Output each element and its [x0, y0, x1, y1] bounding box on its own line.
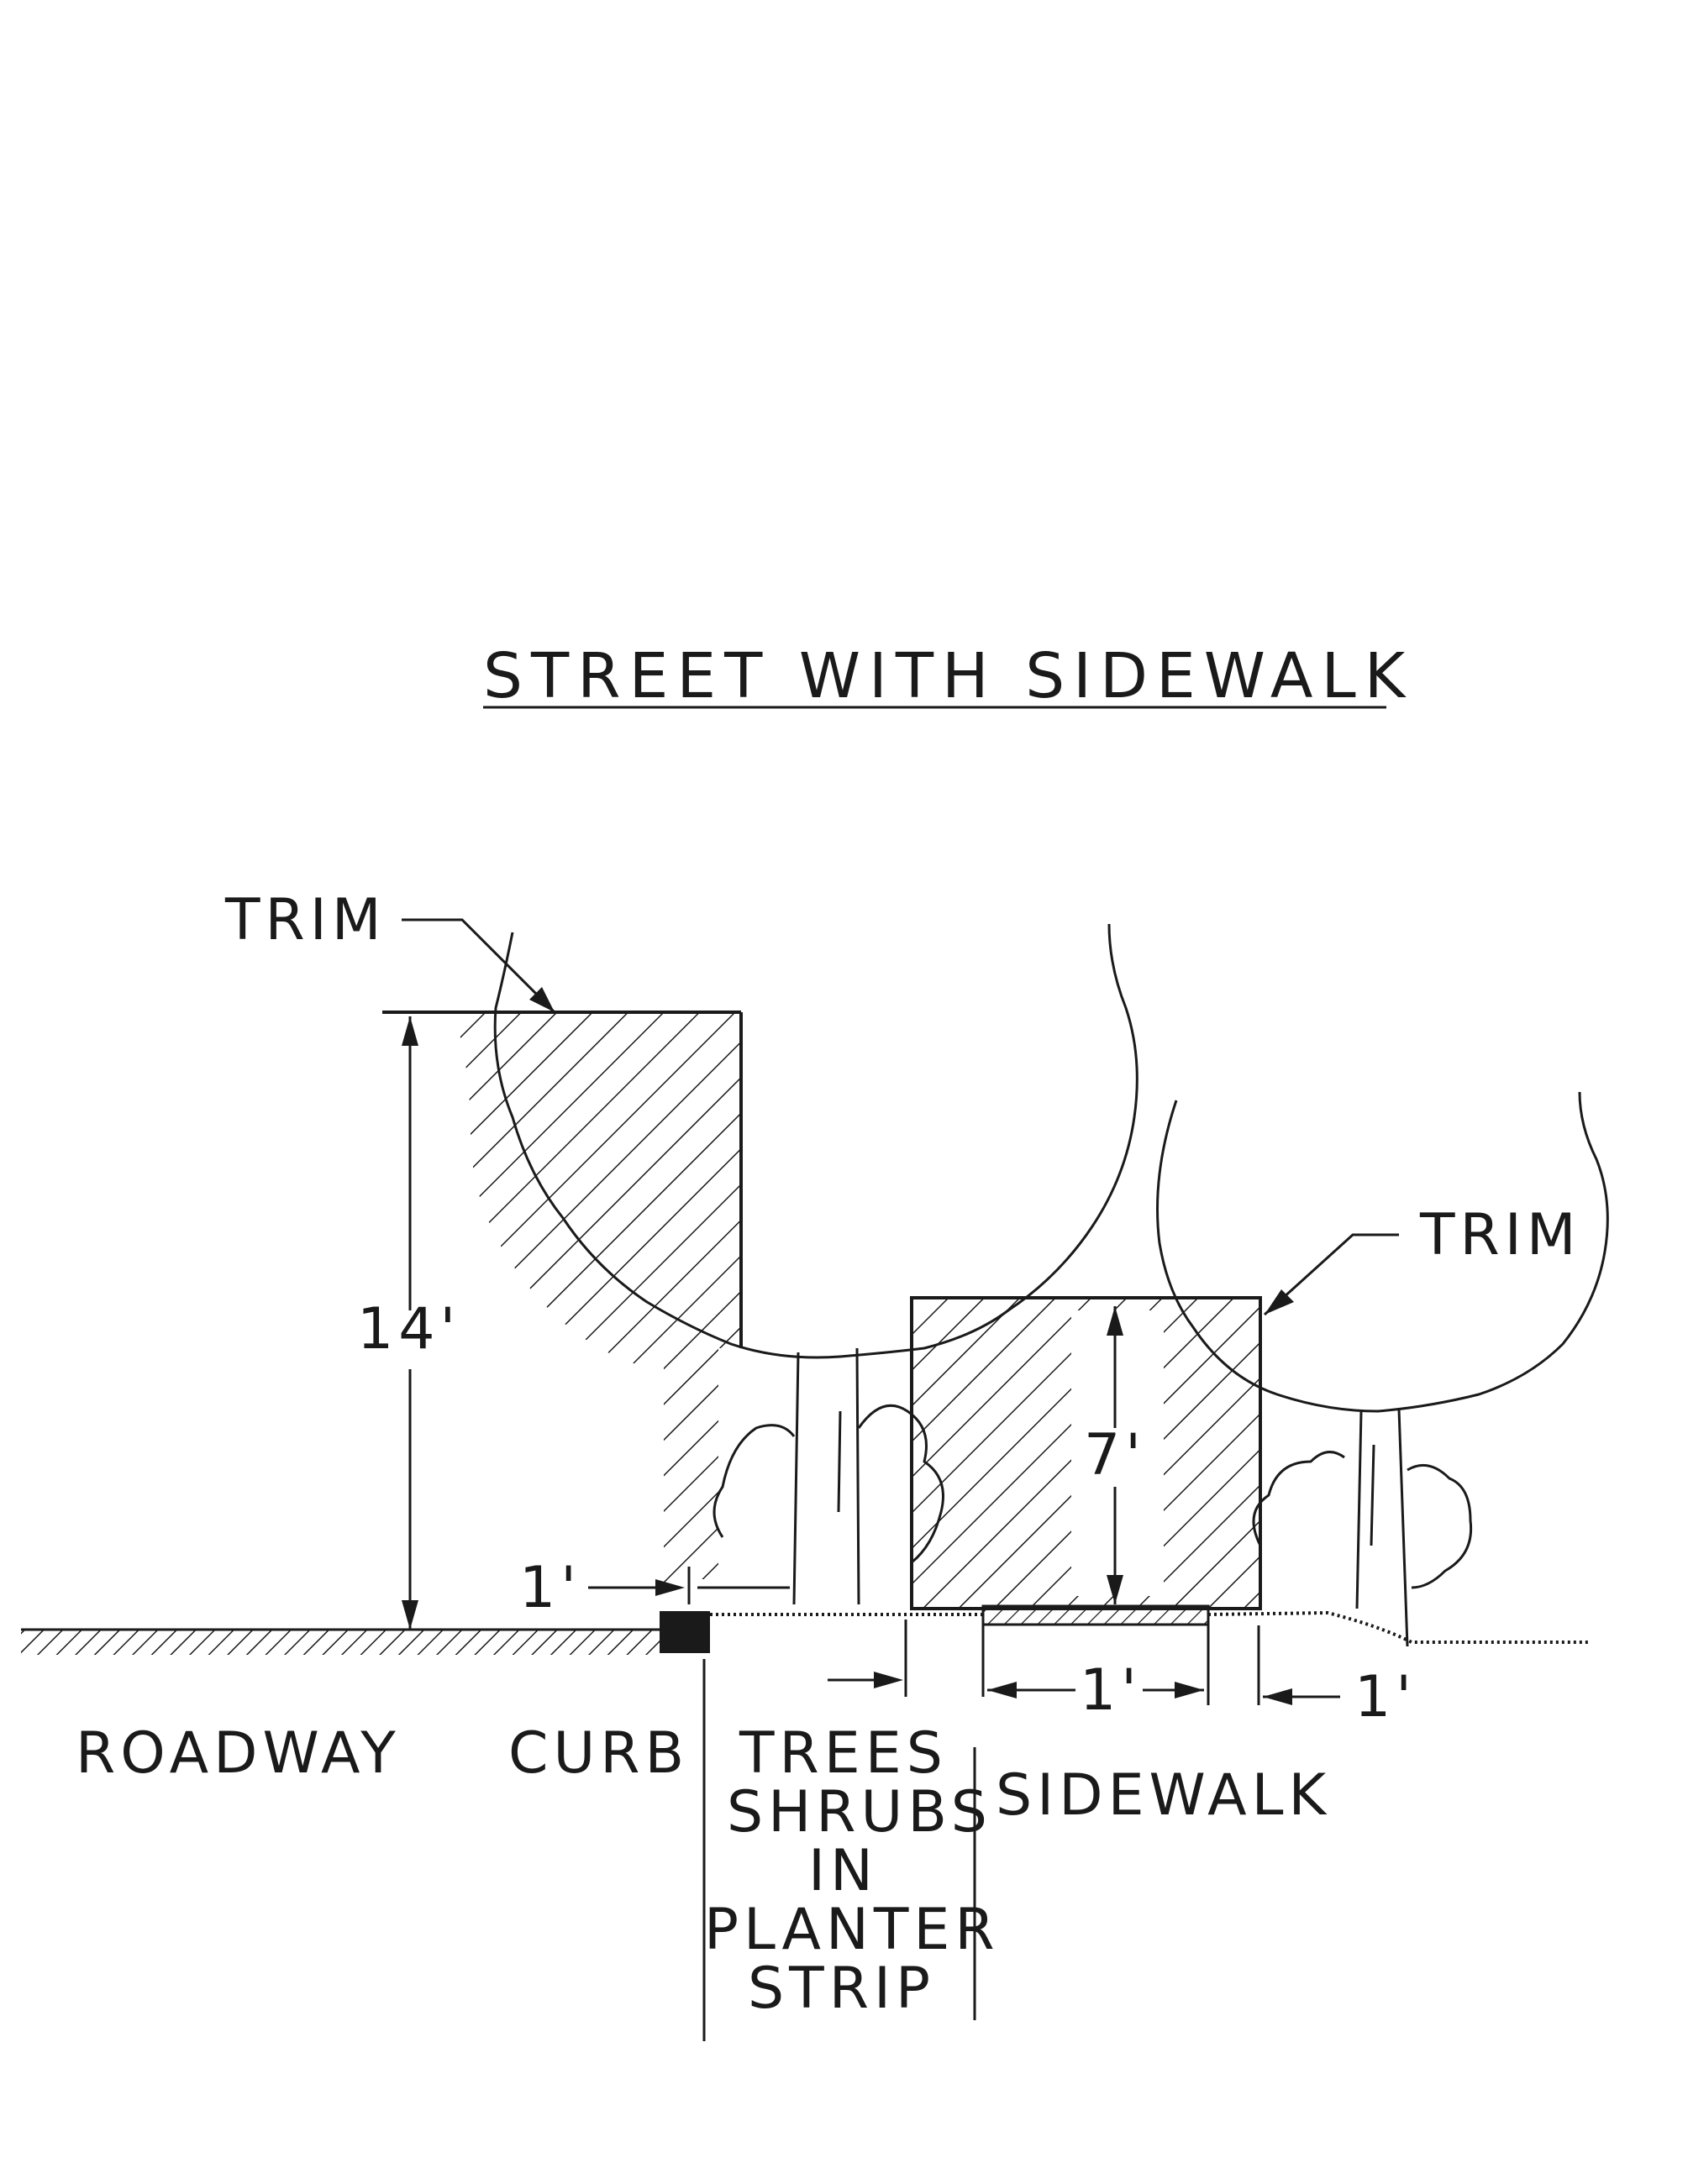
- right-shrub: [1252, 1451, 1345, 1546]
- roadway-label: ROADWAY: [76, 1720, 401, 1787]
- right-tree-trunk: [1355, 1409, 1409, 1647]
- planter-line-2: SHRUBS: [727, 1779, 992, 1845]
- roadway-surface: [21, 1630, 664, 1655]
- curb-label: CURB: [508, 1720, 689, 1787]
- planter-line-5: STRIP: [748, 1956, 935, 2022]
- far-right-shrub: [1407, 1463, 1473, 1589]
- planter-line-1: TREES: [739, 1720, 948, 1787]
- dimension-curb-1ft: [588, 1567, 790, 1604]
- curb-1ft-label: 1': [519, 1555, 581, 1621]
- height-7-label: 7': [1084, 1422, 1146, 1488]
- left-tree-trunk: [792, 1347, 860, 1605]
- trim-right-leader: [1263, 1233, 1399, 1316]
- dimension-14ft: [402, 1016, 418, 1630]
- trim-right-label: TRIM: [1419, 1202, 1581, 1268]
- diagram-title: STREET WITH SIDEWALK: [483, 640, 1413, 712]
- ground: [21, 1604, 1588, 1655]
- curb-block: [660, 1611, 710, 1653]
- right-tree-crown: [1156, 1091, 1609, 1413]
- planter-line-3: IN: [808, 1838, 878, 1904]
- left-shrub: [713, 1424, 796, 1538]
- left-tree-crown: [493, 923, 1138, 1359]
- sidewalk-1ft-label: 1': [1080, 1657, 1142, 1724]
- sidewalk-slab: [981, 1604, 1210, 1626]
- trim-left-label: TRIM: [224, 887, 387, 953]
- height-14-label: 14': [357, 1296, 460, 1362]
- trim-left-leader: [402, 918, 556, 1014]
- dimension-7ft: [1107, 1306, 1123, 1604]
- right-1ft-label: 1': [1354, 1664, 1417, 1730]
- trim-zone-14ft: [382, 1011, 743, 1596]
- dimension-sidewalk-1ft: [987, 1682, 1204, 1698]
- dimension-planter-1ft: [828, 1672, 903, 1688]
- trim-zone-7ft: [910, 1296, 1262, 1610]
- dimension-right-1ft: [1263, 1688, 1340, 1705]
- sidewalk-label: SIDEWALK: [996, 1762, 1331, 1829]
- planter-line-4: PLANTER: [704, 1897, 1000, 1963]
